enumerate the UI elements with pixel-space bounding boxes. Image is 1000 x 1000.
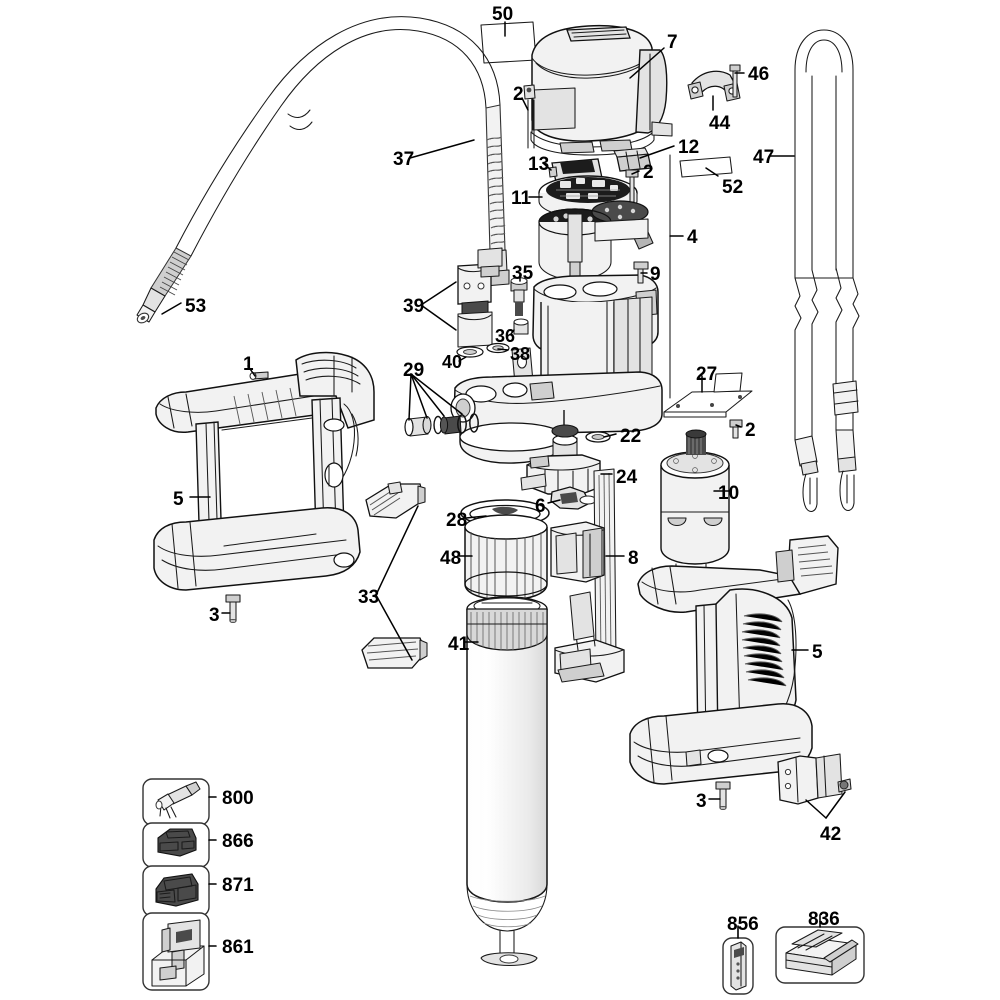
callout-41: 41	[448, 634, 470, 655]
motor-art	[660, 429, 730, 575]
callout-861: 861	[222, 937, 254, 958]
shoulder-strap-art	[794, 29, 860, 513]
callout-8: 8	[628, 548, 639, 569]
callout-1: 1	[243, 354, 254, 375]
callout-871: 871	[222, 875, 254, 896]
frame-right-art	[629, 535, 839, 811]
label-plate-art	[480, 21, 537, 64]
callout-47: 47	[753, 147, 775, 168]
barrel-cap-art	[464, 514, 548, 601]
circuit-board-art	[538, 154, 671, 399]
callout-856: 856	[727, 914, 759, 935]
callout-9: 9	[650, 264, 661, 285]
barrel-tube-art	[466, 596, 548, 966]
callout-46: 46	[748, 64, 770, 85]
callout-7: 7	[667, 32, 678, 53]
plunger-rod-art	[550, 468, 625, 683]
callout-40: 40	[442, 352, 463, 372]
callout-50: 50	[492, 4, 514, 25]
callout-33: 33	[358, 587, 380, 608]
switch-block-art	[613, 147, 652, 172]
callout-11: 11	[511, 188, 532, 209]
accessory-boxes-right	[722, 914, 865, 995]
frame-left-art	[153, 351, 375, 624]
switch-actuator-art	[550, 486, 597, 510]
accessory-boxes-left	[142, 778, 217, 991]
callout-22: 22	[620, 426, 642, 447]
callout-800: 800	[222, 788, 254, 809]
callout-5-left: 5	[173, 489, 184, 510]
hose-assembly-art	[136, 16, 510, 324]
callout-29: 29	[403, 360, 425, 381]
main-housing-art	[450, 261, 663, 464]
callout-35: 35	[512, 263, 534, 284]
washer-22-art	[585, 431, 611, 443]
callout-4: 4	[687, 227, 698, 248]
callout-48: 48	[440, 548, 462, 569]
callout-6: 6	[535, 496, 546, 517]
callout-13: 13	[528, 154, 550, 175]
callout-5-right: 5	[812, 642, 823, 663]
callout-866: 866	[222, 831, 254, 852]
belt-clip-art	[777, 753, 852, 805]
callout-10: 10	[718, 483, 740, 504]
callout-3-right: 3	[696, 791, 707, 812]
callout-37: 37	[393, 149, 415, 170]
callout-38: 38	[510, 344, 531, 364]
callout-36: 36	[495, 326, 516, 346]
callout-44: 44	[709, 113, 731, 134]
callout-27: 27	[696, 364, 718, 385]
callout-12: 12	[678, 137, 700, 158]
callout-3-left: 3	[209, 605, 220, 626]
name-plate-art	[679, 156, 733, 178]
grip-pad-art	[361, 481, 428, 669]
leader-lines	[161, 21, 846, 819]
callout-39: 39	[403, 296, 425, 317]
pump-gearbox-art	[538, 200, 649, 301]
callout-28: 28	[446, 510, 468, 531]
hook-bracket-art	[687, 64, 741, 102]
upper-housing-art	[523, 24, 673, 156]
callout-52: 52	[722, 177, 744, 198]
shield-plate-art	[663, 372, 753, 439]
callout-2-shield: 2	[745, 420, 756, 441]
callout-836: 836	[808, 909, 840, 930]
callout-2-upper: 2	[513, 84, 524, 105]
trigger-lever-art	[520, 454, 601, 495]
valve-parts-art	[456, 247, 529, 358]
callout-53: 53	[185, 296, 207, 317]
callout-24: 24	[616, 467, 638, 488]
callout-42: 42	[820, 824, 842, 845]
callout-2-board: 2	[643, 162, 654, 183]
